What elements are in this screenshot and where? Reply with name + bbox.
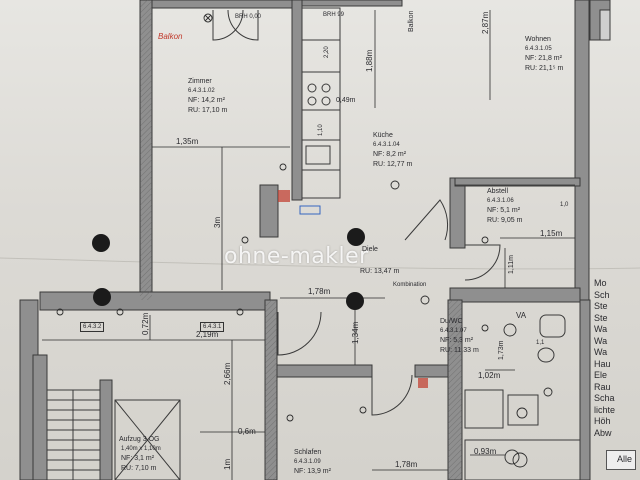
duwc-code: 6.4.3.1.07 xyxy=(440,328,467,334)
zimmer-nf: NF: 14,2 m² xyxy=(188,97,225,104)
dim-178b: 1,78m xyxy=(395,460,418,469)
legend-line: Ste xyxy=(594,312,608,323)
legend-line: Abw xyxy=(594,427,612,438)
kombination-label: Kombination xyxy=(393,282,427,288)
legend-line: Wa xyxy=(594,324,608,334)
punch-hole xyxy=(93,288,111,306)
paper-fold xyxy=(0,257,640,270)
dim-072: 0,72m xyxy=(141,312,150,335)
dim-287: 2,87m xyxy=(481,11,490,34)
flur-name: Diele xyxy=(362,246,378,253)
legend-line: Mo xyxy=(594,278,607,288)
wohnen-name: Wohnen xyxy=(525,36,551,43)
stairs xyxy=(46,389,101,480)
kueche-code: 6.4.3.1.04 xyxy=(373,142,400,148)
watermark: ohne-makler xyxy=(224,244,369,269)
brh-right-label: BRH 99 xyxy=(323,12,345,18)
apartment-tag-2: 6.4.3.2 xyxy=(80,322,105,332)
schlafen-name: Schlafen xyxy=(294,449,322,456)
blue-markings xyxy=(299,205,321,215)
legend-line: Wa xyxy=(594,347,608,357)
duwc-nf: NF: 5,3 m² xyxy=(440,337,474,344)
kueche-ru: RU: 12,77 m xyxy=(373,161,413,168)
flur-ru: RU: 13,47 m xyxy=(360,268,400,275)
dim-111: 1,11m xyxy=(508,255,515,274)
dim-11: 1,1 xyxy=(536,340,545,346)
dim-188: 1,88m xyxy=(365,49,374,72)
dim-135: 1,35m xyxy=(176,137,199,146)
abstell-code: 6.4.3.1.06 xyxy=(487,198,514,204)
balkon-handwritten-note: Balkon xyxy=(158,32,183,41)
dim-049: 0,49m xyxy=(336,97,356,104)
kueche-nf: NF: 8,2 m² xyxy=(373,151,407,158)
kitchen-cabinets xyxy=(301,7,341,199)
dim-3m: 3m xyxy=(213,216,222,228)
dim-06: 0,6m xyxy=(238,427,256,436)
wohnen-ru: RU: 21,1⁵ m xyxy=(525,65,564,72)
legend-line: Sch xyxy=(594,289,610,300)
dim-178a: 1,78m xyxy=(308,287,331,296)
abstell-name: Abstell xyxy=(487,188,509,195)
dim-266: 2,66m xyxy=(223,362,232,385)
dimension-lines xyxy=(42,10,575,480)
dim-093: 0,93m xyxy=(474,447,497,456)
door-swings xyxy=(212,9,501,416)
legend-line: Scha xyxy=(594,393,615,403)
schlafen-nf: NF: 13,9 m² xyxy=(294,468,331,475)
aufzug-nf: NF: 3,1 m² xyxy=(121,455,155,462)
dim-134: 1,34m xyxy=(351,321,360,344)
legend-line: Höh xyxy=(594,416,611,426)
red-markings xyxy=(278,190,428,388)
dim-1m: 1m xyxy=(223,458,232,470)
legend-line: Ele xyxy=(594,370,608,380)
punch-hole xyxy=(347,228,365,246)
abstell-ru: RU: 9,05 m xyxy=(487,217,523,224)
dim-10: 1,0 xyxy=(560,202,569,208)
punch-hole xyxy=(346,292,364,310)
legend-line: Wa xyxy=(594,335,608,346)
dim-220: 2,20 xyxy=(324,46,330,58)
abstell-nf: NF: 5,1 m² xyxy=(487,207,521,214)
va-label: VA xyxy=(516,311,527,320)
wohnen-nf: NF: 21,8 m² xyxy=(525,55,562,62)
dim-115: 1,15m xyxy=(540,229,563,238)
kueche-name: Küche xyxy=(373,132,393,139)
bathroom-fixtures xyxy=(464,314,581,480)
zimmer-ru: RU: 17,10 m xyxy=(188,107,228,114)
electrical-symbols xyxy=(56,13,553,468)
duwc-name: Du/WC xyxy=(440,318,463,325)
dim-102: 1,02m xyxy=(478,371,501,380)
brh-left-label: BRH 0,00 xyxy=(235,14,262,20)
aufzug-name: Aufzug 3.OG xyxy=(119,436,160,443)
balkon-label: Balkon xyxy=(408,10,415,32)
apartment-tag-1: 6.4.3.1 xyxy=(200,322,225,332)
wohnen-code: 6.4.3.1.05 xyxy=(525,46,552,52)
legend-column: Mo Sch Ste Ste Wa Wa Wa Hau Ele Rau Scha… xyxy=(594,278,640,439)
elevator xyxy=(114,399,181,480)
duwc-ru: RU: 11,33 m xyxy=(440,347,479,354)
dim-173: 1,73m xyxy=(498,340,505,360)
dim-219: 2,19m xyxy=(196,330,219,339)
legend-line: lichte xyxy=(594,404,616,415)
dim-110: 1,10 xyxy=(318,124,324,136)
schlafen-code: 6.4.3.1.09 xyxy=(294,459,321,465)
aufzug-dims: 1,40m x 1,10m xyxy=(121,446,161,452)
zimmer-name: Zimmer xyxy=(188,78,212,85)
legend-box: Alle xyxy=(606,450,636,470)
legend-line: Ste xyxy=(594,301,608,311)
punch-hole xyxy=(92,234,110,252)
zimmer-code: 6.4.3.1.02 xyxy=(188,88,215,94)
aufzug-ru: RU: 7,10 m xyxy=(121,465,157,472)
legend-line: Rau xyxy=(594,381,611,392)
legend-line: Hau xyxy=(594,358,611,369)
